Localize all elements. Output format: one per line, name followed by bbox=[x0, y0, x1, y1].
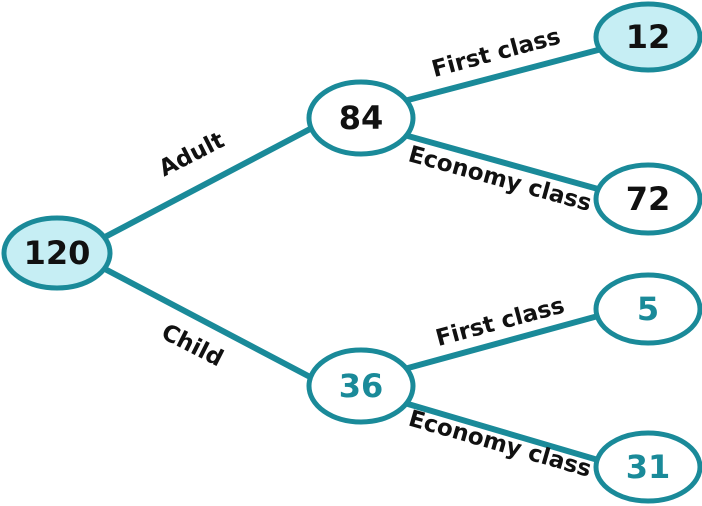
node-adult-economy-class: 72 bbox=[593, 162, 702, 236]
node-child-shape bbox=[306, 347, 416, 425]
edge-root-child bbox=[100, 265, 315, 381]
node-root-value: 120 bbox=[24, 234, 91, 272]
node-child-economy-class: 31 bbox=[593, 430, 702, 504]
node-root-shape bbox=[1, 215, 113, 291]
node-adult-shape bbox=[306, 79, 416, 157]
node-child-first-class-value: 5 bbox=[637, 290, 659, 328]
node-adult-first-class: 12 bbox=[593, 1, 702, 73]
branch-label-child-economy-class: Economy class bbox=[406, 406, 595, 483]
edge-adult-first-class bbox=[405, 47, 601, 103]
edge-child-first-class bbox=[405, 313, 601, 371]
node-child-first-class-shape bbox=[593, 272, 702, 346]
node-root: 120 bbox=[1, 215, 113, 291]
edge-adult-economy-class bbox=[405, 133, 601, 192]
edge-root-adult bbox=[100, 125, 315, 241]
node-child-first-class: 5 bbox=[593, 272, 702, 346]
node-adult-first-class-shape bbox=[593, 1, 702, 73]
node-child-economy-class-shape bbox=[593, 430, 702, 504]
node-child-economy-class-value: 31 bbox=[626, 448, 671, 486]
branch-label-adult: Adult bbox=[155, 127, 229, 182]
node-adult-value: 84 bbox=[339, 99, 384, 137]
node-child: 36 bbox=[306, 347, 416, 425]
node-child-value: 36 bbox=[339, 367, 384, 405]
node-adult: 84 bbox=[306, 79, 416, 157]
node-adult-first-class-value: 12 bbox=[626, 18, 671, 56]
node-adult-economy-class-value: 72 bbox=[626, 180, 671, 218]
node-adult-economy-class-shape bbox=[593, 162, 702, 236]
edge-child-economy-class bbox=[405, 401, 601, 463]
